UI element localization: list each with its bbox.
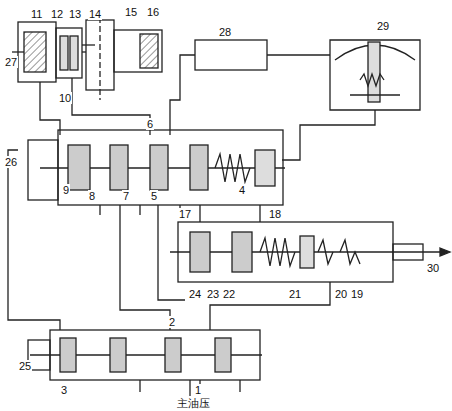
- callout-number: 5: [150, 190, 158, 202]
- callout-number: 22: [222, 288, 236, 300]
- callout-number: 28: [218, 26, 232, 38]
- callout-number: 13: [68, 8, 82, 20]
- callout-number: 9: [62, 184, 70, 196]
- callout-number: 27: [4, 56, 18, 68]
- callout-number: 19: [350, 288, 364, 300]
- callout-number: 20: [334, 288, 348, 300]
- callout-number: 6: [146, 118, 154, 130]
- callout-number: 14: [88, 8, 102, 20]
- callout-number: 23: [206, 288, 220, 300]
- callout-number: 30: [426, 262, 440, 274]
- callout-number: 24: [188, 288, 202, 300]
- callout-number: 2: [168, 316, 176, 328]
- callout-number: 7: [122, 190, 130, 202]
- callout-number: 3: [60, 384, 68, 396]
- callout-number: 16: [146, 6, 160, 18]
- callout-number: 17: [178, 208, 192, 220]
- callout-number: 29: [376, 20, 390, 32]
- callout-number: 25: [18, 360, 32, 372]
- callout-number: 15: [124, 6, 138, 18]
- pipe-label: 主油压: [176, 397, 211, 409]
- callout-number: 11: [30, 8, 43, 20]
- callout-number: 26: [4, 156, 18, 168]
- callout-number: 1: [194, 384, 202, 396]
- callout-number: 21: [288, 288, 302, 300]
- callout-number: 10: [58, 92, 72, 104]
- callout-number: 18: [268, 208, 282, 220]
- callout-number: 8: [88, 190, 96, 202]
- callout-number: 12: [50, 8, 64, 20]
- callout-number: 4: [238, 184, 246, 196]
